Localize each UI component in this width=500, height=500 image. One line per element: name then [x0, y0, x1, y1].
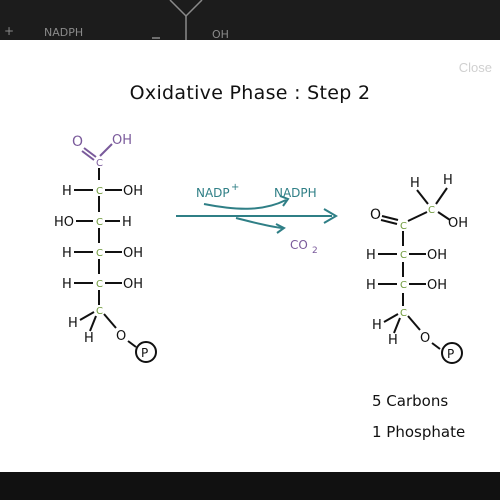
reaction-output: NADPH — [274, 186, 317, 200]
left-row3-right: OH — [123, 246, 143, 261]
reaction-byproduct: CO — [290, 238, 308, 252]
background-plus: + — [4, 24, 15, 38]
left-carbon-1: C — [96, 158, 103, 169]
left-row4-right: OH — [123, 277, 143, 292]
reaction-arrow: NADP + NADPH CO 2 — [176, 182, 338, 256]
left-carbon-2: C — [96, 186, 103, 197]
phosphate-count: 1 Phosphate — [372, 423, 466, 441]
left-row3-left: H — [62, 246, 72, 261]
right-carbon-3: C — [400, 250, 407, 261]
reaction-diagram: O OH C H C OH HO C H H C — [54, 133, 468, 364]
lightbox-modal: Close Oxidative Phase : Step 2 O OH C H … — [0, 40, 500, 472]
right-bottom-h2: H — [388, 333, 398, 348]
left-carboxyl-o: O — [72, 134, 83, 150]
left-carboxyl-oh: OH — [112, 133, 132, 148]
background-nadph: NADPH — [44, 26, 84, 39]
left-bottom-h1: H — [68, 316, 78, 331]
reaction-input-charge: + — [231, 182, 239, 193]
right-molecule: H H C OH O C H C OH H C — [366, 173, 468, 364]
slide-title: Oxidative Phase : Step 2 — [129, 82, 371, 104]
reaction-byproduct-subscript: 2 — [312, 246, 318, 256]
right-phosphate-circle — [441, 342, 463, 364]
left-carbon-5: C — [96, 279, 103, 290]
left-row2-left: HO — [54, 215, 74, 230]
left-row1-left: H — [62, 184, 72, 199]
left-carbon-4: C — [96, 248, 103, 259]
right-row1-right: OH — [427, 248, 447, 263]
left-carbon-3: C — [96, 217, 103, 228]
close-button[interactable]: Close — [458, 60, 492, 75]
right-carbon-2: C — [400, 221, 407, 232]
left-bottom-o: O — [116, 329, 126, 344]
background-lines — [152, 0, 203, 40]
left-phosphate-circle — [135, 341, 157, 363]
left-row4-left: H — [62, 277, 72, 292]
right-phosphate-label: P — [447, 347, 454, 361]
right-bottom-o: O — [420, 331, 430, 346]
background-oh: OH — [212, 28, 229, 40]
reaction-input: NADP — [196, 186, 230, 200]
left-phosphate-label: P — [141, 346, 148, 360]
right-carbon-5: C — [400, 308, 407, 319]
background-slide: + NADPH OH — [0, 0, 500, 40]
molecule-facts: 5 Carbons 1 Phosphate — [372, 386, 465, 448]
right-carbon-1: C — [428, 205, 435, 216]
left-bottom-h2: H — [84, 331, 94, 346]
left-carbon-6: C — [96, 306, 103, 317]
background-footer — [0, 472, 500, 500]
left-row2-right: H — [122, 215, 132, 230]
left-molecule: O OH C H C OH HO C H H C — [54, 133, 157, 363]
right-row2-right: OH — [427, 278, 447, 293]
right-ketone-o: O — [370, 207, 381, 223]
right-carbon-4: C — [400, 280, 407, 291]
left-row1-right: OH — [123, 184, 143, 199]
right-top-h2: H — [443, 173, 453, 188]
right-top-oh: OH — [448, 216, 468, 231]
right-bottom-h1: H — [372, 318, 382, 333]
right-row1-left: H — [366, 248, 376, 263]
right-top-h1: H — [410, 176, 420, 191]
carbons-count: 5 Carbons — [372, 392, 449, 410]
right-row2-left: H — [366, 278, 376, 293]
